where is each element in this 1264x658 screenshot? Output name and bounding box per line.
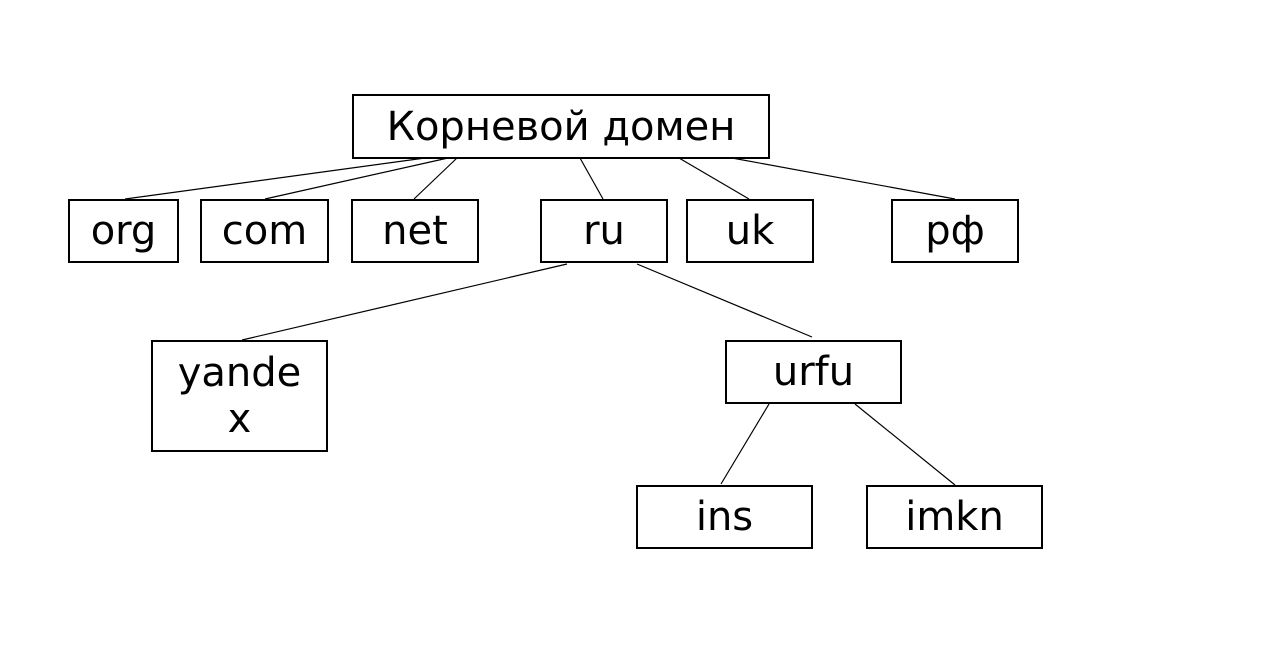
node-org: org bbox=[68, 199, 179, 263]
node-ru: ru bbox=[540, 199, 668, 263]
node-rf: рф bbox=[891, 199, 1019, 263]
node-net: net bbox=[351, 199, 479, 263]
node-com-label: com bbox=[221, 208, 308, 254]
edge-root-net bbox=[413, 157, 458, 200]
node-net-label: net bbox=[382, 208, 448, 254]
edge-urfu-imkn bbox=[854, 403, 956, 486]
edge-root-org bbox=[124, 157, 426, 200]
node-uk: uk bbox=[686, 199, 814, 263]
node-uk-label: uk bbox=[725, 208, 775, 254]
edge-root-uk bbox=[678, 157, 750, 200]
node-root-domain: Корневой домен bbox=[352, 94, 770, 159]
node-yandex-label: yandex bbox=[177, 350, 302, 442]
node-org-label: org bbox=[90, 208, 157, 254]
node-rf-label: рф bbox=[925, 208, 985, 254]
edge-root-rf bbox=[731, 157, 956, 200]
node-ins-label: ins bbox=[695, 494, 754, 540]
node-ru-label: ru bbox=[583, 208, 625, 254]
edge-ru-yandex bbox=[241, 263, 568, 341]
edge-ru-urfu bbox=[636, 263, 813, 338]
node-yandex: yandex bbox=[151, 340, 328, 452]
node-urfu: urfu bbox=[725, 340, 902, 404]
node-imkn: imkn bbox=[866, 485, 1043, 549]
node-root-label: Корневой домен bbox=[386, 103, 736, 150]
node-ins: ins bbox=[636, 485, 813, 549]
node-imkn-label: imkn bbox=[905, 494, 1004, 540]
edge-urfu-ins bbox=[720, 403, 770, 485]
node-urfu-label: urfu bbox=[772, 349, 855, 395]
node-com: com bbox=[200, 199, 329, 263]
edge-root-com bbox=[264, 157, 449, 200]
edge-root-ru bbox=[579, 157, 604, 200]
